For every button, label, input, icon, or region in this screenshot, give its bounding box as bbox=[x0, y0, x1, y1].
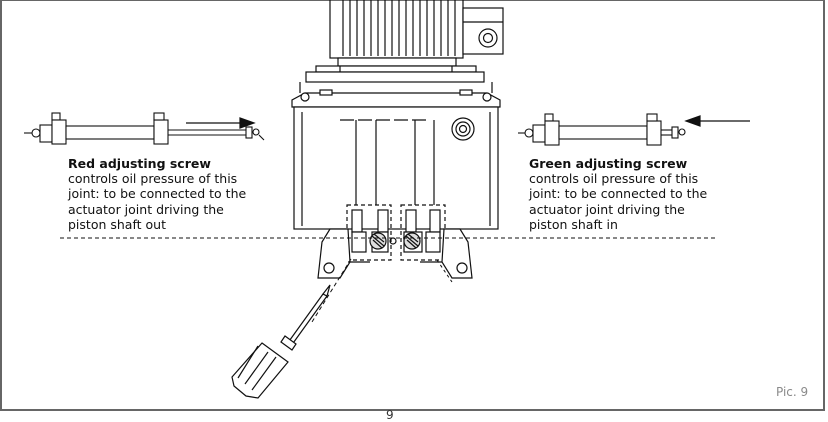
figure-label: Pic. 9 bbox=[776, 385, 809, 399]
guide-lines bbox=[60, 237, 716, 323]
left-note-line-3: actuator joint driving the bbox=[68, 202, 224, 217]
left-note-line-1: controls oil pressure of this bbox=[68, 171, 238, 186]
arrow-piston-in bbox=[684, 115, 750, 127]
left-note-title: Red adjusting screw bbox=[68, 156, 211, 171]
arrow-piston-out bbox=[186, 117, 256, 129]
right-note-line-3: actuator joint driving the bbox=[529, 202, 685, 217]
right-note-line-2: joint: to be connected to the bbox=[529, 186, 708, 201]
page-number: 9 bbox=[386, 408, 394, 422]
mounting-feet bbox=[317, 228, 473, 279]
figure-border bbox=[0, 0, 825, 411]
right-note-line-4: piston shaft in bbox=[529, 217, 618, 232]
left-note-line-2: joint: to be connected to the bbox=[68, 186, 247, 201]
screwdriver-icon bbox=[231, 284, 331, 399]
actuator-right bbox=[518, 113, 686, 146]
valve-blocks bbox=[346, 204, 446, 261]
right-note-title: Green adjusting screw bbox=[529, 156, 688, 171]
electric-motor bbox=[305, 0, 504, 83]
actuator-left bbox=[24, 112, 265, 145]
left-note-line-4: piston shaft out bbox=[68, 217, 166, 232]
right-note-line-1: controls oil pressure of this bbox=[529, 171, 699, 186]
tank-body bbox=[291, 82, 501, 230]
